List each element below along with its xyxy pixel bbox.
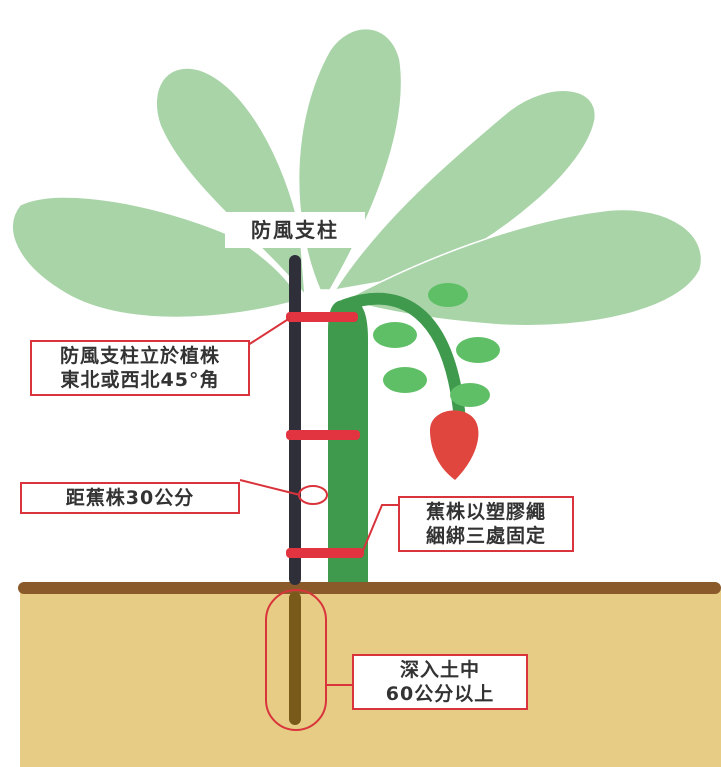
pole-title: 防風支柱: [225, 212, 365, 248]
annotation-line: 東北或西北45°角: [60, 369, 220, 391]
annotation-orientation: 防風支柱立於植株 東北或西北45°角: [30, 340, 250, 396]
banana-hand: [383, 367, 427, 393]
annotation-line: 綑綁三處固定: [425, 525, 546, 547]
annotation-depth: 深入土中 60公分以上: [352, 654, 528, 710]
annotation-line: 蕉株以塑膠繩: [425, 501, 546, 523]
banana-hand: [450, 383, 490, 407]
leaf-upper-right: [333, 89, 596, 292]
connector-ties: [361, 504, 398, 554]
annotation-line: 防風支柱立於植株: [59, 345, 220, 367]
annotation-line: 距蕉株30公分: [65, 487, 195, 509]
banana-trunk: [328, 300, 368, 590]
connector-distance: [239, 479, 301, 496]
ground-line: [18, 582, 721, 594]
depth-marker: [265, 589, 327, 731]
support-pole: [289, 255, 301, 585]
support-pole-buried: [289, 592, 301, 725]
tie-middle: [286, 430, 360, 440]
distance-marker: [298, 485, 328, 505]
banana-hand: [428, 283, 468, 307]
annotation-distance: 距蕉株30公分: [20, 482, 240, 514]
banana-hands: [373, 283, 500, 407]
tie-bottom: [286, 548, 364, 558]
connector-orientation: [247, 317, 291, 346]
banana-hand: [373, 322, 417, 348]
annotation-ties: 蕉株以塑膠繩 綑綁三處固定: [398, 496, 574, 552]
banana-bunch-stalk: [339, 292, 466, 426]
annotation-line: 60公分以上: [385, 683, 495, 705]
annotation-line: 深入土中: [399, 659, 480, 681]
tie-top: [286, 312, 358, 322]
banana-flower: [430, 410, 479, 480]
banana-leaves: [11, 27, 703, 327]
banana-hand: [456, 337, 500, 363]
